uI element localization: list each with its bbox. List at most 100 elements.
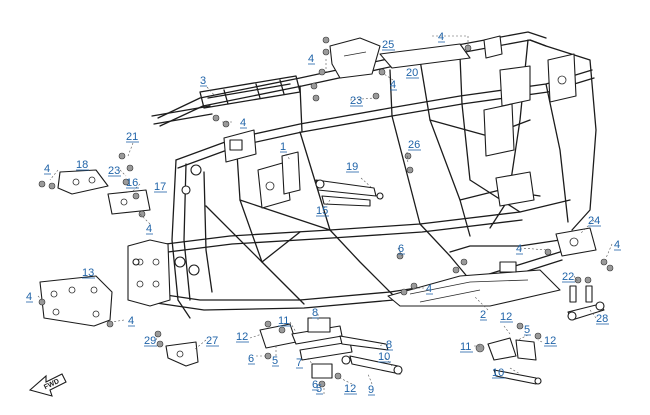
callout-1: 1: [280, 141, 287, 153]
callout-8a: 8: [312, 307, 319, 319]
callout-label: 10: [378, 351, 390, 363]
callout-25: 25: [382, 39, 395, 51]
callout-label: 4: [26, 291, 32, 303]
rear-bracket-24: [555, 227, 597, 257]
engine-mount-rear: [475, 322, 542, 385]
callout-15: 15: [316, 205, 329, 217]
callout-21: 21: [126, 131, 139, 143]
callout-label: 23: [350, 95, 362, 107]
callout-label: 20: [406, 67, 418, 79]
callout-12b: 12: [344, 383, 357, 395]
callout-label: 4: [438, 31, 444, 43]
forward-direction-arrow: FWD: [28, 373, 67, 397]
callout-9: 9: [368, 384, 375, 396]
callout-4d: 4: [240, 117, 247, 129]
callout-4e: 4: [44, 163, 51, 175]
callout-label: 21: [126, 131, 138, 143]
callout-label: 15: [316, 205, 328, 217]
callout-label: 28: [596, 313, 608, 325]
callout-12d: 12: [544, 335, 557, 347]
front-bracket-left: [57, 169, 109, 195]
callout-label: 27: [206, 335, 218, 347]
callout-label: 11: [278, 315, 289, 327]
callout-6a: 6: [398, 243, 405, 255]
engine-mount-front: [259, 317, 403, 388]
callout-label: 4: [146, 223, 152, 235]
callout-label: 26: [408, 139, 420, 151]
seat-bracket: [329, 37, 471, 79]
callout-5c: 5: [316, 383, 323, 395]
callout-6c: 6: [312, 379, 319, 391]
callout-10b: 10: [492, 367, 505, 379]
callout-label: 18: [76, 159, 88, 171]
callout-18: 18: [76, 159, 89, 171]
callout-11b: 11: [460, 341, 473, 353]
callout-label: 6: [398, 243, 404, 255]
callout-19: 19: [346, 161, 359, 173]
leader-lines: [37, 35, 613, 394]
engine-skid-plate: [387, 239, 561, 307]
callout-11a: 11: [278, 315, 291, 327]
callout-6b: 6: [248, 353, 255, 365]
strut-19: [315, 179, 384, 207]
callout-label: 6: [248, 353, 254, 365]
callout-label: 10: [492, 367, 504, 379]
callout-4j: 4: [516, 243, 523, 255]
callout-label: 24: [588, 215, 600, 227]
callout-5a: 5: [524, 324, 531, 336]
callout-label: 8: [312, 307, 318, 319]
callout-10a: 10: [378, 351, 391, 363]
callout-20: 20: [406, 67, 419, 79]
callout-23a: 23: [350, 95, 363, 107]
callout-label: 4: [44, 163, 50, 175]
callout-label: 12: [344, 383, 356, 395]
callout-label: 4: [614, 239, 620, 251]
callout-27: 27: [206, 335, 219, 347]
callout-28: 28: [596, 313, 609, 325]
callout-label: 9: [368, 384, 374, 396]
callout-label: 25: [382, 39, 394, 51]
callout-2: 2: [480, 309, 487, 321]
callout-8b: 8: [386, 339, 393, 351]
callout-12c: 12: [500, 311, 513, 323]
callout-label: 16: [126, 177, 138, 189]
callout-label: 11: [460, 341, 471, 353]
callout-26: 26: [408, 139, 421, 151]
callout-4h: 4: [128, 315, 135, 327]
callout-label: 12: [500, 311, 512, 323]
rear-link-28: [567, 285, 605, 321]
callout-label: 7: [296, 357, 302, 369]
callout-24: 24: [588, 215, 601, 227]
callout-label: 4: [390, 79, 396, 91]
callout-13: 13: [82, 267, 95, 279]
callout-label: 17: [154, 181, 166, 193]
callout-label: 12: [236, 331, 248, 343]
callout-4g: 4: [26, 291, 33, 303]
callout-label: 5: [272, 355, 278, 367]
callout-label: 22: [562, 271, 574, 283]
callout-label: 6: [312, 379, 318, 391]
callout-label: 4: [426, 283, 432, 295]
callout-16: 16: [126, 177, 139, 189]
callout-label: 5: [524, 324, 530, 336]
callout-label: 1: [280, 141, 286, 153]
callout-17: 17: [154, 181, 167, 193]
callout-4b: 4: [308, 53, 315, 65]
callout-23b: 23: [108, 165, 121, 177]
bracket-16: [107, 189, 151, 215]
callout-label: 4: [128, 315, 134, 327]
callout-label: 4: [516, 243, 522, 255]
callout-4c: 4: [390, 79, 397, 91]
callout-label: 19: [346, 161, 358, 173]
callout-12a: 12: [236, 331, 249, 343]
callout-3: 3: [200, 75, 207, 87]
callout-5b: 5: [272, 355, 279, 367]
callout-label: 4: [308, 53, 314, 65]
fasteners: [38, 36, 614, 328]
callout-4f: 4: [146, 223, 153, 235]
callout-labels: 1 2 3 4 4 4 4 4 4 4 4 4 4 4 5 5 5 6 6 6 …: [26, 31, 621, 396]
callout-4i: 4: [426, 283, 433, 295]
callout-label: 5: [316, 383, 322, 395]
callout-4a: 4: [438, 31, 445, 43]
